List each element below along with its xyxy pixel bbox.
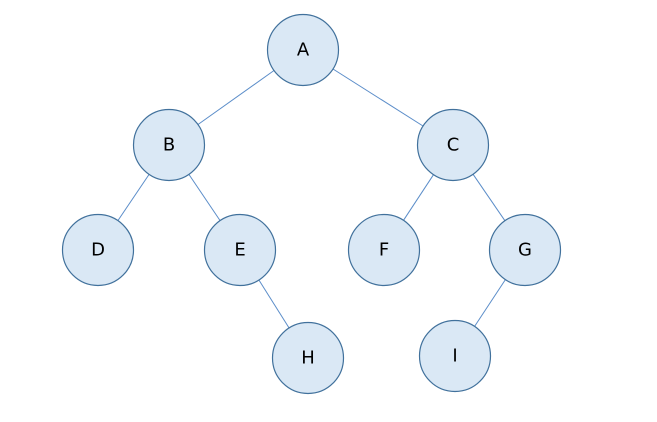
tree-node-f: F [347, 213, 421, 287]
node-label: C [447, 135, 460, 156]
node-circle [416, 108, 490, 182]
tree-node-a: A [266, 13, 340, 87]
tree-edges [117, 68, 506, 329]
node-circle [61, 213, 135, 287]
node-label: H [301, 348, 315, 369]
node-circle [418, 319, 492, 393]
edge-a-c [332, 68, 424, 127]
node-label: F [379, 240, 389, 261]
tree-nodes: A B C D E F G H I [61, 13, 562, 395]
node-label: G [518, 240, 532, 261]
tree-node-b: B [132, 108, 206, 182]
node-circle [203, 213, 277, 287]
tree-node-i: I [418, 319, 492, 393]
tree-node-c: C [416, 108, 490, 182]
node-label: I [452, 346, 457, 367]
edge-c-f [403, 174, 434, 221]
tree-node-g: G [488, 213, 562, 287]
edge-b-d [117, 174, 150, 221]
edge-a-b [197, 70, 275, 125]
edge-g-i [474, 279, 506, 327]
tree-node-h: H [271, 321, 345, 395]
node-circle [488, 213, 562, 287]
node-label: B [163, 135, 175, 156]
node-label: A [297, 40, 310, 61]
node-circle [347, 213, 421, 287]
tree-node-e: E [203, 213, 277, 287]
node-circle [271, 321, 345, 395]
node-circle [132, 108, 206, 182]
edge-b-e [188, 174, 221, 221]
edge-c-g [472, 174, 506, 221]
node-label: D [91, 240, 105, 261]
edge-e-h [258, 279, 290, 329]
node-label: E [234, 240, 245, 261]
tree-node-d: D [61, 213, 135, 287]
node-circle [266, 13, 340, 87]
